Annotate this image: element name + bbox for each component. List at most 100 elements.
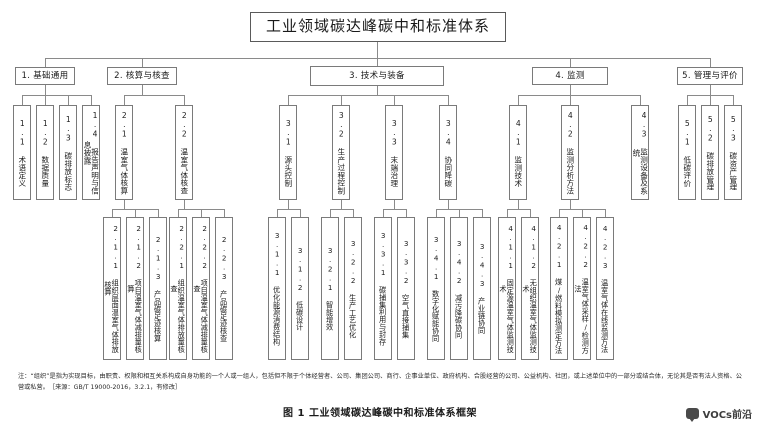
connector-b1-bus bbox=[22, 95, 91, 96]
connector-b2-1-c3 bbox=[158, 209, 159, 217]
leaf-node-4-1-2-label: 4.1.2 无组织温室气体监测技术 bbox=[522, 223, 539, 354]
connector-b4-1-bus bbox=[507, 209, 530, 210]
connector-b4-1-c2 bbox=[530, 209, 531, 217]
branch-node-4-label: 4. 监测 bbox=[555, 70, 585, 81]
branch-node-1: 1. 基础通用 bbox=[15, 67, 75, 85]
connector-b1-stem bbox=[45, 85, 46, 95]
connector-b2-c2 bbox=[184, 95, 185, 105]
connector-b3-3-stem bbox=[394, 200, 395, 209]
leaf-node-2-2-3: 2.2.3 产品碳足迹核查 bbox=[215, 217, 233, 360]
leaf-node-4-2-2: 4.2.2 温室气体采样/检测方法 bbox=[573, 217, 591, 360]
leaf-node-4-2-1: 4.2.1 煤/燃料模拟测定方法 bbox=[550, 217, 568, 360]
connector-b2-1-stem bbox=[124, 200, 125, 209]
connector-b3-2-stem bbox=[341, 200, 342, 209]
branch-node-5-label: 5. 管理与评价 bbox=[682, 70, 738, 81]
connector-b3-4-stem bbox=[448, 200, 449, 209]
sub-node-5-1: 5.1 低碳评价 bbox=[678, 105, 696, 200]
sub-node-5-3: 5.3 碳资产管理 bbox=[724, 105, 742, 200]
leaf-node-3-1-2-label: 3.1.2 低碳设计 bbox=[295, 246, 305, 331]
connector-b2-2-c2 bbox=[201, 209, 202, 217]
connector-b3-1-c2 bbox=[300, 209, 301, 217]
connector-b3-2-c2 bbox=[353, 209, 354, 217]
connector-b4-2-c2 bbox=[582, 209, 583, 217]
connector-b4-bus bbox=[518, 95, 640, 96]
connector-root-stem bbox=[377, 42, 378, 58]
connector-b3-bus bbox=[288, 95, 448, 96]
sub-node-5-1-label: 5.1 低碳评价 bbox=[682, 118, 692, 187]
connector-b3-2-c1 bbox=[330, 209, 331, 217]
leaf-node-3-4-1-label: 3.4.1 数字化赋能协同 bbox=[431, 235, 441, 342]
watermark: VOCs前沿 bbox=[685, 406, 752, 422]
connector-drop-b3 bbox=[377, 58, 378, 67]
sub-node-1-1-label: 1.1 术语定义 bbox=[17, 118, 27, 187]
sub-node-4-1-label: 4.1 监测技术 bbox=[513, 118, 523, 187]
sub-node-3-1: 3.1 源头控制 bbox=[279, 105, 297, 200]
figure-note: 注：“组织”是指为实现目标，由职责、权限和相互关系构成自身功能的一个人或一组人，… bbox=[18, 373, 742, 391]
leaf-node-2-2-2-label: 2.2.2 项目温室气体减排量核查 bbox=[193, 223, 210, 354]
connector-b1-c4 bbox=[91, 95, 92, 105]
sub-node-2-1: 2.1 温室气体核算 bbox=[115, 105, 133, 200]
connector-b3-c1 bbox=[288, 95, 289, 105]
sub-node-4-3-label: 4.3 监测设备及系统 bbox=[632, 110, 649, 195]
leaf-node-3-4-2-label: 3.4.2 减污降碳协同 bbox=[454, 238, 464, 339]
connector-b5-stem bbox=[710, 85, 711, 95]
leaf-node-3-2-2: 3.2.2 生产工艺优化 bbox=[344, 217, 362, 360]
leaf-node-3-4-3-label: 3.4.3 产业链协同 bbox=[477, 242, 487, 335]
connector-b2-1-c2 bbox=[135, 209, 136, 217]
connector-b3-1-bus bbox=[277, 209, 300, 210]
leaf-node-3-3-2: 3.3.2 空气直接捕集 bbox=[397, 217, 415, 360]
leaf-node-3-3-2-label: 3.3.2 空气直接捕集 bbox=[401, 238, 411, 339]
leaf-node-2-1-1-label: 2.1.1 组织层面温室气体排放核算 bbox=[104, 223, 121, 354]
connector-b4-c3 bbox=[640, 95, 641, 105]
sub-node-3-3-label: 3.3 末端治理 bbox=[389, 118, 399, 187]
leaf-node-3-1-2: 3.1.2 低碳设计 bbox=[291, 217, 309, 360]
connector-drop-b5 bbox=[710, 58, 711, 67]
branch-node-5: 5. 管理与评价 bbox=[677, 67, 743, 85]
connector-b2-2-stem bbox=[184, 200, 185, 209]
connector-b5-c3 bbox=[733, 95, 734, 105]
sub-node-5-3-label: 5.3 碳资产管理 bbox=[728, 114, 738, 191]
sub-node-4-2-label: 4.2 监测分析方法 bbox=[565, 110, 575, 195]
chat-bubble-icon bbox=[685, 408, 699, 422]
leaf-node-3-4-3: 3.4.3 产业链协同 bbox=[473, 217, 491, 360]
sub-node-3-2: 3.2 生产过程控制 bbox=[332, 105, 350, 200]
leaf-node-3-1-1-label: 3.1.1 优化能源消费结构 bbox=[272, 231, 282, 346]
connector-b3-4-c3 bbox=[482, 209, 483, 217]
sub-node-1-3: 1.3 碳排放标志 bbox=[59, 105, 77, 200]
watermark-label: VOCs前沿 bbox=[702, 410, 752, 421]
connector-b5-c1 bbox=[687, 95, 688, 105]
connector-b3-1-stem bbox=[288, 200, 289, 209]
connector-b3-4-c1 bbox=[436, 209, 437, 217]
sub-node-3-3: 3.3 末端治理 bbox=[385, 105, 403, 200]
leaf-node-3-2-1-label: 3.2.1 智能增效 bbox=[325, 246, 335, 331]
connector-b3-3-bus bbox=[383, 209, 406, 210]
connector-b4-2-c1 bbox=[559, 209, 560, 217]
connector-b4-c1 bbox=[518, 95, 519, 105]
sub-node-4-3: 4.3 监测设备及系统 bbox=[631, 105, 649, 200]
sub-node-5-2-label: 5.2 碳排放管理 bbox=[705, 114, 715, 191]
leaf-node-2-1-2: 2.1.2 项目温室气体减排量核算 bbox=[126, 217, 144, 360]
connector-b2-2-c1 bbox=[178, 209, 179, 217]
sub-node-1-2: 1.2 数据质量 bbox=[36, 105, 54, 200]
connector-b3-3-c1 bbox=[383, 209, 384, 217]
branch-node-2: 2. 核算与核查 bbox=[107, 67, 177, 85]
connector-b5-c2 bbox=[710, 95, 711, 105]
leaf-node-4-1-1-label: 4.1.1 固定源温室气体监测技术 bbox=[499, 223, 516, 354]
sub-node-3-4: 3.4 协同降碳 bbox=[439, 105, 457, 200]
connector-b2-stem bbox=[142, 85, 143, 95]
connector-b3-3-c2 bbox=[406, 209, 407, 217]
leaf-node-2-1-2-label: 2.1.2 项目温室气体减排量核算 bbox=[127, 223, 144, 354]
connector-b2-2-c3 bbox=[224, 209, 225, 217]
connector-b4-2-c3 bbox=[605, 209, 606, 217]
connector-drop-b4 bbox=[570, 58, 571, 67]
sub-node-3-2-label: 3.2 生产过程控制 bbox=[336, 110, 346, 195]
branch-node-3: 3. 技术与装备 bbox=[310, 66, 444, 86]
connector-b3-c4 bbox=[448, 95, 449, 105]
leaf-node-4-1-1: 4.1.1 固定源温室气体监测技术 bbox=[498, 217, 516, 360]
connector-b4-1-c1 bbox=[507, 209, 508, 217]
connector-b3-c3 bbox=[394, 95, 395, 105]
leaf-node-4-2-1-label: 4.2.1 煤/燃料模拟测定方法 bbox=[554, 223, 564, 354]
sub-node-5-2: 5.2 碳排放管理 bbox=[701, 105, 719, 200]
root-node: 工业领域碳达峰碳中和标准体系 bbox=[250, 12, 506, 42]
connector-b2-bus bbox=[124, 95, 184, 96]
